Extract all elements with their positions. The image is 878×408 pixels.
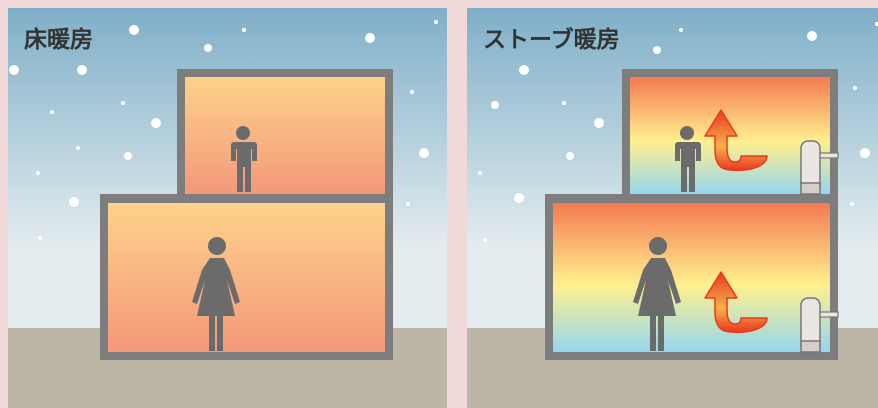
snowflake-dot — [406, 202, 410, 206]
snowflake-dot — [242, 28, 246, 32]
snowflake-dot — [478, 171, 482, 175]
snowflake-dot — [121, 101, 125, 105]
woman-icon — [633, 237, 681, 351]
stove-heating-title: ストーブ暖房 — [483, 27, 620, 53]
floor-heating-panel: 床暖房 — [8, 8, 447, 408]
snowflake-dot — [653, 46, 661, 54]
stove-heating-panel: ストーブ暖房 — [467, 8, 878, 408]
heat-arrow-icon — [704, 271, 768, 334]
snowflake-dot — [204, 44, 212, 52]
woman-icon — [192, 237, 240, 351]
snowflake-dot — [124, 152, 132, 160]
stove-icon — [800, 140, 839, 195]
snowflake-dot — [853, 86, 857, 90]
stove-icon — [800, 297, 839, 353]
snowflake-dot — [850, 202, 854, 206]
snowflake-dot — [483, 238, 487, 242]
snowflake-dot — [151, 118, 161, 128]
snowflake-dot — [514, 193, 524, 203]
snowflake-dot — [50, 110, 54, 114]
snowfall — [9, 20, 438, 240]
snowflake-dot — [36, 171, 40, 175]
lower-room — [108, 203, 385, 352]
heat-arrow-icon — [704, 109, 768, 172]
snowflake-dot — [519, 65, 529, 75]
snowflake-dot — [77, 65, 87, 75]
snowflake-dot — [410, 90, 414, 94]
snowflake-dot — [38, 236, 42, 240]
stove-heating-illustration — [467, 8, 878, 408]
floor-heating-title: 床暖房 — [24, 27, 93, 53]
floor-heating-illustration — [8, 8, 447, 408]
person-icon — [675, 126, 701, 192]
snowflake-dot — [594, 118, 604, 128]
snowflake-dot — [69, 197, 79, 207]
snowflake-dot — [491, 101, 499, 109]
snowflake-dot — [860, 148, 870, 158]
snowflake-dot — [807, 31, 817, 41]
snowflake-dot — [434, 20, 438, 24]
snowflake-dot — [419, 148, 429, 158]
snowflake-dot — [129, 25, 139, 35]
house — [100, 69, 393, 360]
snowflake-dot — [9, 65, 19, 75]
person-icon — [231, 126, 257, 192]
upper-room — [185, 77, 385, 194]
snowflake-dot — [365, 33, 375, 43]
snowflake-dot — [679, 28, 683, 32]
snowfall — [478, 22, 878, 242]
lower-room — [553, 203, 830, 352]
snowflake-dot — [76, 146, 80, 150]
snowflake-dot — [562, 101, 566, 105]
snowflake-dot — [875, 22, 878, 26]
snowflake-dot — [566, 152, 574, 160]
house — [545, 69, 838, 360]
